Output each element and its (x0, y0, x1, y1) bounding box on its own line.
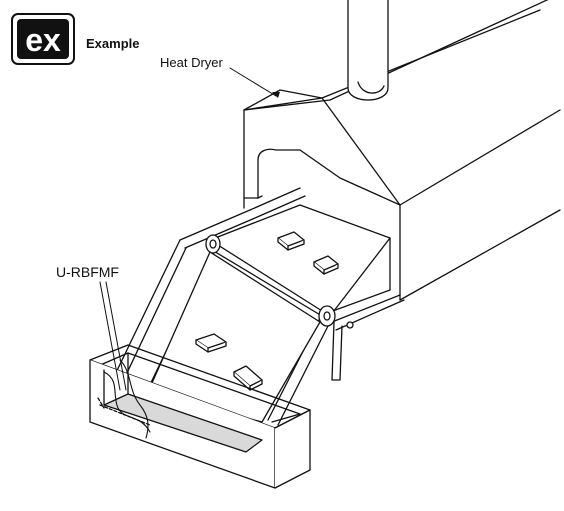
belt-rollers (205, 234, 354, 329)
example-badge-text: ex (25, 22, 61, 58)
u-rbfmf-leader (99, 281, 121, 391)
example-badge-icon: ex (10, 12, 76, 66)
chimney-pipe (347, 0, 389, 101)
products (195, 231, 339, 391)
example-title: Example (86, 36, 140, 51)
u-rbfmf-label: U-RBFMF (56, 264, 119, 280)
heat-dryer-leader (229, 67, 277, 97)
upper-belt (209, 204, 391, 323)
heat-dryer-label: Heat Dryer (160, 55, 223, 70)
collection-tray (89, 344, 311, 489)
inclined-belt (147, 251, 321, 423)
